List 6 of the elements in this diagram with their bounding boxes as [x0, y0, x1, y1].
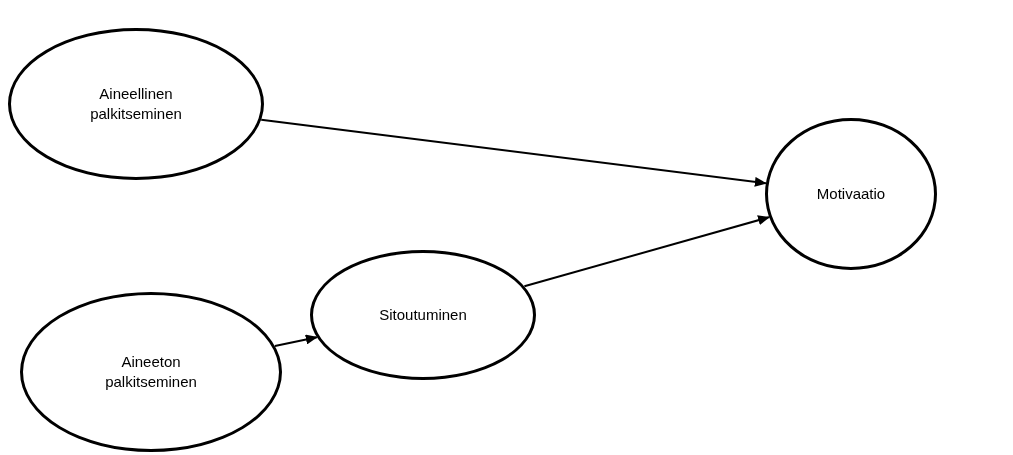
arrow	[260, 118, 767, 187]
node-label: Aineeton palkitseminen	[104, 351, 198, 392]
arrow	[523, 215, 771, 288]
node-label: Sitoutuminen	[379, 304, 467, 325]
node-label: Motivaatio	[816, 183, 886, 204]
node-label: Aineellinen palkitseminen	[89, 83, 183, 124]
